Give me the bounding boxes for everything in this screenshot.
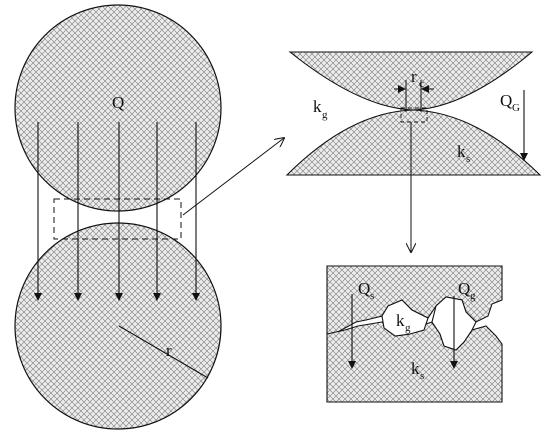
gas-conductivity-subscript: g <box>322 109 328 121</box>
lower-sphere <box>14 222 222 430</box>
total-heat-flow-label: Q <box>500 91 512 110</box>
total-heat-flow-subscript: G <box>512 102 520 114</box>
heat-flow-arrows <box>34 122 200 301</box>
heat-flow-label: Q <box>112 93 124 112</box>
block-conductivity-label: k <box>411 359 420 378</box>
lower-particle-cap <box>285 109 542 176</box>
gap-conductivity-subscript: g <box>405 322 411 334</box>
solid-conductivity-subscript: s <box>466 153 470 165</box>
contact-radius-label: r <box>411 67 417 86</box>
zoom-arrow <box>182 138 284 216</box>
gas-gap-pocket <box>381 299 429 337</box>
sphere-pair <box>14 4 222 430</box>
microcontact-detail-view: Q s Q g k g k s <box>326 265 503 403</box>
contact-radius-subscript: c <box>419 78 424 90</box>
detail-region-box <box>400 107 428 123</box>
radius-line <box>118 325 209 379</box>
solid-heat-flow-label: Q <box>358 279 370 298</box>
contact-zoom-view: r c k g k s Q G <box>285 51 542 176</box>
block-conductivity-subscript: s <box>420 370 424 382</box>
gas-heat-flow-subscript: g <box>470 290 476 302</box>
solid-conductivity-label: k <box>457 142 466 161</box>
gas-conductivity-label: k <box>313 97 322 116</box>
gas-heat-flow-label: Q <box>458 279 470 298</box>
radius-label: r <box>166 341 172 360</box>
contact-region-box <box>53 198 182 240</box>
solid-heat-flow-subscript: s <box>370 290 374 302</box>
gap-conductivity-label: k <box>396 311 405 330</box>
upper-sphere <box>14 4 222 212</box>
